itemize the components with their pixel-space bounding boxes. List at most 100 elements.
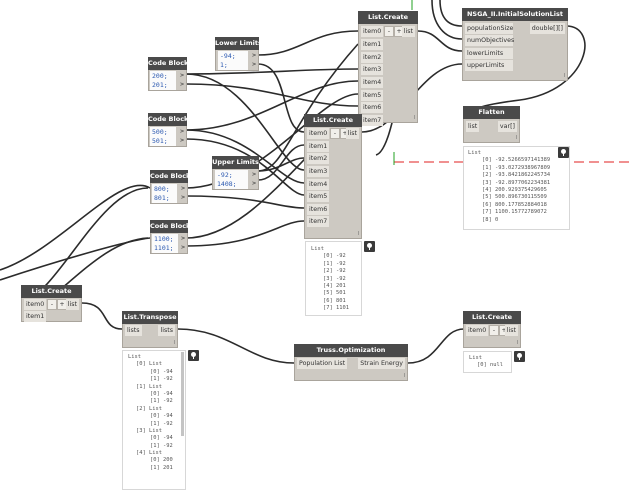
output-port[interactable]: > [181,184,185,192]
input-port-population-size[interactable]: populationSize [465,23,514,34]
output-ports[interactable]: > > [252,170,256,187]
output-port-double-array[interactable]: double[][] [529,23,565,34]
input-port-item5[interactable]: item5 [307,191,330,202]
wire[interactable] [185,195,305,209]
preview-sublist[interactable]: [0] List [136,361,162,368]
list-create-node[interactable]: List.Create item0 - + list item1 item2 i… [358,11,418,126]
output-ports[interactable]: > > [181,234,185,251]
code-editor[interactable]: 200; 201; [150,71,176,90]
input-port-item3[interactable]: item3 [361,64,384,75]
output-port[interactable]: > [181,242,185,251]
wire[interactable] [185,138,305,196]
input-port-lower-limits[interactable]: lowerLimits [465,48,513,59]
output-port[interactable]: > [181,192,185,201]
wire[interactable] [257,144,305,181]
input-port-item0[interactable]: item0 [466,325,489,336]
input-port-item0[interactable]: item0 [307,128,330,139]
list-create-node[interactable]: List.Create item0 - + list l [463,311,521,348]
input-port-item4[interactable]: item4 [307,179,330,190]
wire[interactable] [177,328,295,364]
wire[interactable] [185,68,359,75]
lacing-indicator[interactable]: l [403,373,405,379]
output-port-var-array[interactable]: var[] [497,121,517,132]
transpose-preview-bubble[interactable]: List [0] List [0] -94 [1] -92 [1] List [… [122,350,186,490]
code-block-node[interactable]: Code Block 800; 801; > > [150,170,188,204]
input-port-item0[interactable]: item0 [24,299,47,310]
input-port-list[interactable]: list [466,121,480,132]
input-port-item4[interactable]: item4 [361,77,384,88]
wire[interactable] [439,0,463,27]
pin-preview-icon[interactable] [188,350,199,361]
preview-sublist[interactable]: [2] List [136,405,162,412]
pin-preview-icon[interactable] [558,147,569,158]
output-port[interactable]: > [180,127,184,135]
wire[interactable] [0,184,151,271]
input-port-item2[interactable]: item2 [361,52,384,63]
input-port-item1[interactable]: item1 [307,141,330,152]
input-port-item1[interactable]: item1 [361,39,384,50]
output-port-strain-energy[interactable]: Strain Energy [358,358,405,369]
output-port[interactable]: > [252,178,256,187]
input-port-upper-limits[interactable]: upperLimits [465,60,513,71]
preview-sublist[interactable]: [3] List [136,427,162,434]
wire[interactable] [407,328,465,364]
output-ports[interactable]: > > [180,71,184,88]
flatten-node[interactable]: Flatten list var[] l [463,106,520,143]
wire[interactable] [185,220,305,247]
output-port[interactable]: > [252,51,256,59]
code-editor[interactable]: 800; 801; [152,184,177,203]
output-ports[interactable]: > > [181,184,185,201]
lacing-indicator[interactable]: l [173,340,175,346]
code-block-node[interactable]: Code Block 500; 501; > > [148,113,187,147]
input-port-item6[interactable]: item6 [361,102,384,113]
output-port-list[interactable]: list [401,26,415,37]
wire[interactable] [185,129,305,184]
output-port[interactable]: > [181,234,185,242]
list-create-node[interactable]: List.Create item0 - + list item1 [21,285,82,322]
output-port[interactable]: > [180,135,184,144]
preview-sublist[interactable]: [4] List [136,450,162,457]
input-port-item6[interactable]: item6 [307,204,330,215]
code-editor[interactable]: 500; 501; [150,127,176,146]
input-port-item3[interactable]: item3 [307,166,330,177]
input-port-item0[interactable]: item0 [361,26,384,37]
code-editor[interactable]: -94; 1; [218,51,248,70]
input-port-lists[interactable]: lists [125,325,142,336]
remove-input-button[interactable]: - [47,299,57,310]
lacing-indicator[interactable]: l [413,115,415,121]
output-port-list[interactable]: list [504,325,518,336]
wire[interactable] [431,0,463,40]
code-block-node[interactable]: Code Block 200; 201; > > [148,57,187,91]
output-port[interactable]: > [252,59,256,68]
wire[interactable] [417,30,463,52]
list-create-node[interactable]: List.Create item0 - + list item1 item2 i… [304,114,362,239]
output-port-list[interactable]: list [345,128,359,139]
code-block-node[interactable]: Code Block 1100; 1101; > > [150,220,188,254]
code-editor[interactable]: 1100; 1101; [152,234,178,253]
lacing-indicator[interactable]: l [563,73,565,79]
remove-input-button[interactable]: - [330,128,340,139]
wire[interactable] [185,80,359,131]
preview-scrollbar[interactable] [181,352,184,436]
output-ports[interactable]: > > [180,127,184,144]
input-port-item7[interactable]: item7 [307,216,330,227]
remove-input-button[interactable]: - [384,26,394,37]
output-port-list[interactable]: list [65,299,79,310]
lacing-indicator[interactable]: l [357,231,359,237]
input-port-item2[interactable]: item2 [307,153,330,164]
wire[interactable] [81,302,123,330]
input-port-item5[interactable]: item5 [361,90,384,101]
output-port[interactable]: > [252,170,256,178]
wire[interactable] [257,30,359,56]
upper-limits-node[interactable]: Upper Limits -92; 1408; > > [212,156,259,190]
pin-preview-icon[interactable] [514,351,525,362]
output-port[interactable]: > [180,79,184,88]
lower-limits-node[interactable]: Lower Limits -94; 1; > > [215,37,259,71]
input-port-item7[interactable]: item7 [361,115,384,126]
input-port-population-list[interactable]: Population List [297,358,348,369]
nsga-initial-solution-list-node[interactable]: NSGA_II.InitialSolutionList populationSi… [462,8,568,81]
input-port-item1[interactable]: item1 [24,311,47,322]
output-ports[interactable]: > > [252,51,256,68]
wire[interactable] [0,237,151,281]
